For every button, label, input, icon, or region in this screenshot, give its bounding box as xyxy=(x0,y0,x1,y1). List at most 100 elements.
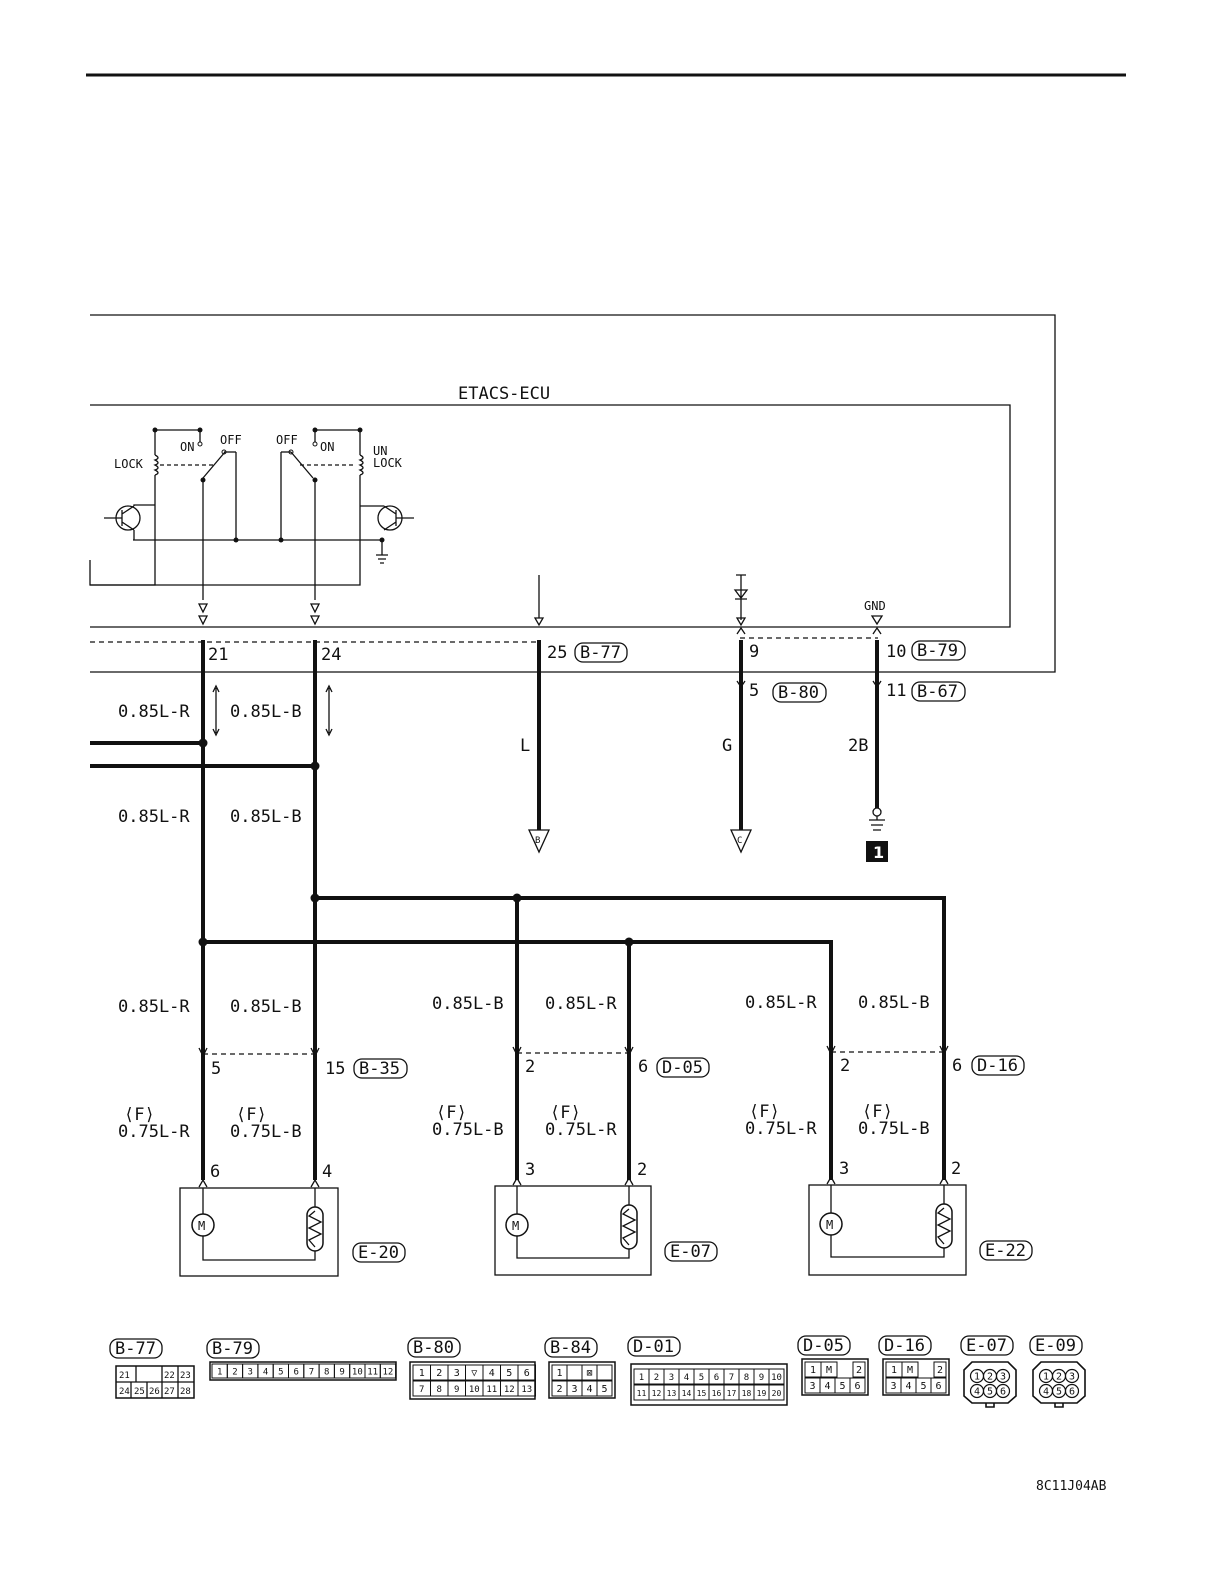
legend-d05-pin-label: 4 xyxy=(824,1381,830,1392)
connector-tag-e22 xyxy=(979,1240,1033,1261)
legend-e09-pin-label: 3 xyxy=(1069,1372,1075,1383)
legend-b77-r2e: 28 xyxy=(180,1387,191,1397)
ecu-pin-24: 24 xyxy=(321,645,341,665)
ecu-pin-9: 9 xyxy=(749,642,759,662)
lower-pin-11: 11 xyxy=(886,681,906,701)
legend-e09-pin xyxy=(1064,1368,1080,1384)
legend-b84-pin-label: ⊠ xyxy=(586,1368,592,1379)
legend-b77-r1c: 22 xyxy=(164,1371,175,1381)
lower-connector-b67: B-67 xyxy=(917,682,958,702)
group3-sub-a: 0.75L-R xyxy=(745,1119,817,1139)
legend-d01-pin-label: 1 xyxy=(639,1373,644,1383)
legend-b80-cell xyxy=(517,1364,536,1381)
lower-pin-5: 5 xyxy=(749,681,759,701)
group3-junction: D-16 xyxy=(977,1056,1018,1076)
legend-b84-cell xyxy=(596,1380,613,1397)
legend-e09-pin-label: 4 xyxy=(1043,1387,1049,1398)
connector-tag-e07 xyxy=(664,1241,718,1262)
offpage-arrow-c xyxy=(729,829,753,854)
thermistor-icon xyxy=(306,1206,324,1252)
legend-d01-body xyxy=(630,1363,788,1406)
legend-b79-pin-label: 8 xyxy=(324,1368,329,1378)
group2-term-a: 3 xyxy=(525,1160,535,1180)
legend-b77-r2a: 24 xyxy=(119,1387,130,1397)
ecu-connector-b79: B-79 xyxy=(917,641,958,661)
legend-e07-pin-label: 4 xyxy=(974,1387,980,1398)
legend-b80-pin-label: 4 xyxy=(489,1368,495,1379)
connector-tag-b67 xyxy=(911,681,966,702)
legend-d16-cell xyxy=(930,1377,947,1394)
legend-b80-pin-label: 5 xyxy=(506,1368,512,1379)
group2-term-b: 2 xyxy=(637,1160,647,1180)
legend-e07-pin-label: 6 xyxy=(1000,1387,1006,1398)
legend-b80-pin-label: 6 xyxy=(524,1368,530,1379)
ground-symbol: 1 xyxy=(866,807,888,862)
legend-b80-pin-label: 2 xyxy=(436,1368,442,1379)
legend-d16-cell xyxy=(901,1361,919,1378)
legend-b79-name: B-79 xyxy=(212,1339,253,1359)
actuator-group-3: 0.85L-R 0.85L-B 2 6 D-16 ⟨F⟩ ⟨F⟩ 0.75L-R… xyxy=(745,993,1033,1276)
legend-d01-pin-label: 16 xyxy=(712,1389,722,1398)
legend-d16-pin-label: 5 xyxy=(920,1381,926,1392)
actuator-group-2: 0.85L-B 0.85L-R 2 6 D-05 ⟨F⟩ ⟨F⟩ 0.75L-B… xyxy=(432,994,718,1276)
legend-b80-pin-label: 12 xyxy=(504,1385,515,1395)
legend-b84-pin-label: 2 xyxy=(556,1384,562,1395)
legend-b77-name: B-77 xyxy=(115,1339,156,1359)
legend-d16-pin-label: 6 xyxy=(935,1381,941,1392)
legend-d05-pin-label: 6 xyxy=(854,1381,860,1392)
ecu-pin-arrows: GND xyxy=(197,574,886,627)
group1-device: E-20 xyxy=(358,1243,399,1263)
legend-d01-cell xyxy=(768,1368,785,1385)
legend-b80-pin-label: 10 xyxy=(469,1385,480,1395)
legend-b80-pin-label: ▽ xyxy=(471,1368,477,1379)
legend-b84-name: B-84 xyxy=(550,1338,591,1358)
relay-circuit: LOCK ON OFF OFF ON UN LOCK xyxy=(89,427,414,600)
unlock-label-2: LOCK xyxy=(373,456,403,470)
group3-f-a: ⟨F⟩ xyxy=(749,1102,780,1122)
wire-label-upper-left-r: 0.85L-R xyxy=(118,702,190,722)
group1-wire-a: 0.85L-R xyxy=(118,997,190,1017)
legend-e07-name: E-07 xyxy=(966,1336,1007,1356)
legend-d16-name: D-16 xyxy=(884,1336,925,1356)
legend-b84-body xyxy=(548,1361,616,1399)
legend-b79-cell xyxy=(379,1363,397,1379)
legend-b79-pin-label: 2 xyxy=(232,1368,237,1378)
group2-pin-a: 2 xyxy=(525,1057,535,1077)
legend-d16-pin-label: 2 xyxy=(937,1365,943,1376)
legend-e07-pin xyxy=(995,1368,1011,1384)
legend-b77-r1d: 23 xyxy=(180,1371,191,1381)
ecu-connector-dash xyxy=(90,637,878,643)
group1-sub-a: 0.75L-R xyxy=(118,1122,190,1142)
group3-device: E-22 xyxy=(985,1241,1026,1261)
legend-b84-cell xyxy=(596,1364,613,1381)
legend-b79-pin-label: 4 xyxy=(263,1368,268,1378)
group2-sub-a: 0.75L-B xyxy=(432,1120,504,1140)
group2-junction: D-05 xyxy=(662,1058,703,1078)
group2-wire-b: 0.85L-R xyxy=(545,994,617,1014)
group1-wire-b: 0.85L-B xyxy=(230,997,302,1017)
legend-d16-pin-label: M xyxy=(907,1365,913,1376)
legend-b79-pin-label: 10 xyxy=(352,1368,363,1378)
switch-on-left: ON xyxy=(180,440,194,454)
group1-pin-a: 5 xyxy=(211,1059,221,1079)
legend-d16-pin-label: 1 xyxy=(891,1365,897,1376)
group2-f-b: ⟨F⟩ xyxy=(550,1103,581,1123)
legend-b79-pin-label: 3 xyxy=(248,1368,253,1378)
group1-f-b: ⟨F⟩ xyxy=(236,1105,267,1125)
legend-d01-pin-label: 8 xyxy=(744,1373,749,1383)
thermistor-icon xyxy=(935,1203,953,1249)
offpage-label-c: C xyxy=(737,836,742,846)
legend-d05-pin-label: 1 xyxy=(810,1365,816,1376)
legend-d16-pin-label: 4 xyxy=(905,1381,911,1392)
legend-d05-body xyxy=(801,1358,869,1396)
group2-device: E-07 xyxy=(670,1242,711,1262)
legend-d01-cell xyxy=(768,1384,785,1401)
legend-b84-pin-label: 5 xyxy=(601,1384,607,1395)
legend-d05-pin-label: 2 xyxy=(856,1365,862,1376)
legend-e07-pin-label: 5 xyxy=(987,1387,993,1398)
ecu-inner-box xyxy=(90,404,1011,628)
group3-term-a: 3 xyxy=(839,1159,849,1179)
unlock-label: UN xyxy=(373,444,387,458)
